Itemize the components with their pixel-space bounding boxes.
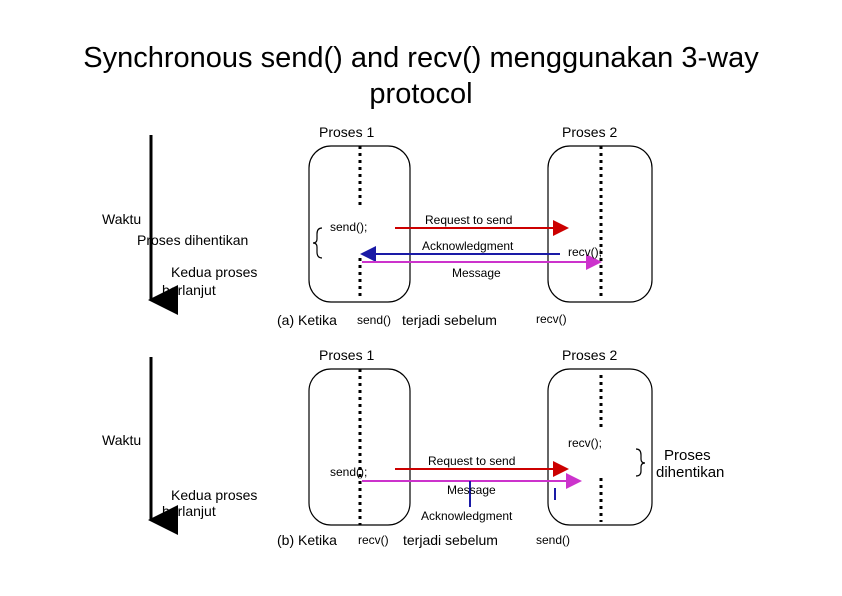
request-label-b: Request to send [428,454,516,468]
title-line-2: protocol [369,78,473,110]
blocked-label-b-line1: Proses [664,447,711,464]
page-title: Synchronous send() and recv() menggunaka… [0,40,842,112]
proses-2-label-a: Proses 2 [562,124,618,140]
proses-2-label-b: Proses 2 [562,347,618,363]
resume-label-b-line1: Kedua proses [171,487,258,503]
blocked-brace-b [635,448,646,477]
caption-a-fn2: recv() [536,312,567,326]
caption-b-fn1: recv() [358,533,389,547]
proses-1-label-a: Proses 1 [319,124,375,140]
caption-a-prefix: (a) Ketika [277,312,337,328]
resume-label-a-line2: berlanjut [162,282,216,298]
send-call-a: send(); [330,220,368,234]
waktu-label-a: Waktu [102,211,142,227]
blocked-brace-a [312,227,323,259]
recv-call-a: recv(); [568,245,602,259]
blocked-label-b-line2: dihentikan [656,464,725,481]
caption-a-fn1: send() [357,313,392,327]
blocked-label-a: Proses dihentikan [137,232,249,248]
request-label-a: Request to send [425,213,513,227]
message-label-a: Message [452,266,501,280]
ack-label-b: Acknowledgment [421,509,513,523]
caption-a-mid: terjadi sebelum [402,312,497,328]
waktu-label-b: Waktu [102,432,142,448]
recv-call-b: recv(); [568,436,602,450]
resume-label-b-line2: berlanjut [162,503,216,519]
caption-b-prefix: (b) Ketika [277,532,337,548]
message-label-b: Message [447,483,496,497]
title-line-1: Synchronous send() and recv() menggunaka… [83,42,759,74]
ack-label-a: Acknowledgment [422,239,514,253]
process-2-box-b [547,368,653,526]
proses-1-label-b: Proses 1 [319,347,375,363]
resume-label-a-line1: Kedua proses [171,264,258,280]
caption-b-fn2: send() [536,533,571,547]
send-call-b: send(); [330,465,368,479]
caption-b-mid: terjadi sebelum [403,532,498,548]
